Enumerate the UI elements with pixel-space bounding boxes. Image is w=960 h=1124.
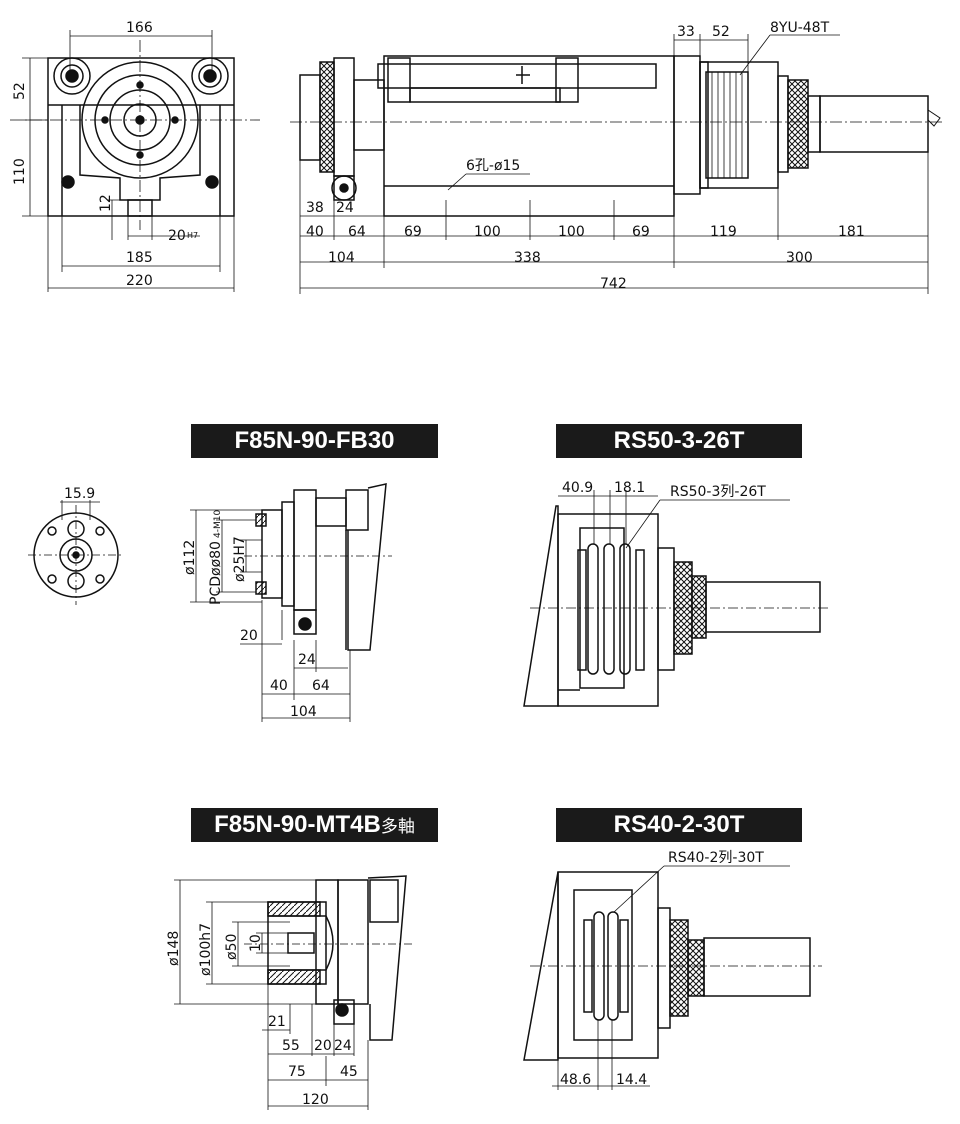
fb30-pcd80: PCDøø80 bbox=[208, 541, 224, 605]
title-rs50: RS50-3-26T bbox=[556, 424, 802, 458]
title-mt4b-main: F85N-90-MT4B bbox=[214, 811, 381, 838]
fb30-phi25h7: ø25H7 bbox=[232, 536, 248, 582]
label-holes: 6孔-ø15 bbox=[466, 158, 520, 174]
mt4b-dim-55: 55 bbox=[282, 1038, 300, 1054]
fb30-dim-64: 64 bbox=[312, 678, 330, 694]
mt4b-dim-75: 75 bbox=[288, 1064, 306, 1080]
dim-12-v: 12 bbox=[98, 194, 114, 212]
label-pulley-8yu48t: 8YU-48T bbox=[770, 20, 830, 36]
mt4b-dim-lines bbox=[174, 879, 369, 1110]
dim-h7: H7 bbox=[187, 231, 198, 240]
mt4b-dim-10: 10 bbox=[248, 934, 264, 952]
fb30-dim-lines bbox=[190, 509, 351, 722]
dim-185: 185 bbox=[126, 250, 153, 266]
fb30-dim-15-9: 15.9 bbox=[64, 486, 95, 502]
rs50-dim-lines bbox=[558, 490, 790, 549]
fb30-front bbox=[28, 500, 124, 605]
rs50-dim-18-1: 18.1 bbox=[614, 480, 645, 496]
rs40-view bbox=[523, 871, 822, 1061]
rs50-view bbox=[523, 505, 830, 707]
front-dim-lines bbox=[22, 30, 235, 292]
side-dim-lines bbox=[299, 34, 929, 294]
dim-338: 338 bbox=[514, 250, 541, 266]
fb30-dim-40: 40 bbox=[270, 678, 288, 694]
mt4b-dim-24: 24 bbox=[334, 1038, 352, 1054]
dim-69a: 69 bbox=[404, 224, 422, 240]
fb30-phi112: ø112 bbox=[182, 540, 198, 575]
mt4b-dim-20: 20 bbox=[314, 1038, 332, 1054]
dim-119: 119 bbox=[710, 224, 737, 240]
dim-742: 742 bbox=[600, 276, 627, 292]
dim-20h7: 20 bbox=[168, 228, 186, 244]
dim-220: 220 bbox=[126, 273, 153, 289]
dim-52-side: 52 bbox=[712, 24, 730, 40]
dim-24: 24 bbox=[336, 200, 354, 216]
dim-38: 38 bbox=[306, 200, 324, 216]
dim-69b: 69 bbox=[632, 224, 650, 240]
rs50-label: RS50-3列-26T bbox=[670, 484, 766, 500]
side-view bbox=[290, 55, 945, 217]
mt4b-phi100h7: ø100h7 bbox=[198, 923, 214, 976]
fb30-m10: 4-M10 bbox=[213, 510, 223, 538]
mt4b-phi50: ø50 bbox=[224, 934, 240, 960]
fb30-dim-24: 24 bbox=[298, 652, 316, 668]
dim-64: 64 bbox=[348, 224, 366, 240]
rs40-dim-lines bbox=[552, 865, 790, 1090]
dim-100b: 100 bbox=[558, 224, 585, 240]
mt4b-phi148: ø148 bbox=[166, 931, 182, 966]
dim-100a: 100 bbox=[474, 224, 501, 240]
dim-300: 300 bbox=[786, 250, 813, 266]
title-mt4b: F85N-90-MT4B多軸 bbox=[191, 808, 438, 842]
mt4b-dim-45: 45 bbox=[340, 1064, 358, 1080]
dim-104: 104 bbox=[328, 250, 355, 266]
rs40-dim-48-6: 48.6 bbox=[560, 1072, 591, 1088]
dim-33: 33 bbox=[677, 24, 695, 40]
fb30-dim-104: 104 bbox=[290, 704, 317, 720]
dim-40: 40 bbox=[306, 224, 324, 240]
fb30-side bbox=[244, 483, 392, 651]
title-fb30: F85N-90-FB30 bbox=[191, 424, 438, 458]
mt4b-dim-21: 21 bbox=[268, 1014, 286, 1030]
dim-52-v: 52 bbox=[12, 82, 28, 100]
mt4b-view bbox=[244, 875, 412, 1041]
dim-166: 166 bbox=[126, 20, 153, 36]
title-mt4b-suffix: 多軸 bbox=[380, 817, 415, 836]
front-view bbox=[10, 40, 260, 230]
rs40-label: RS40-2列-30T bbox=[668, 850, 764, 866]
dim-181: 181 bbox=[838, 224, 865, 240]
fb30-dim-20: 20 bbox=[240, 628, 258, 644]
rs50-dim-40-9: 40.9 bbox=[562, 480, 593, 496]
dim-110-v: 110 bbox=[12, 158, 28, 185]
title-rs40: RS40-2-30T bbox=[556, 808, 802, 842]
mt4b-dim-120: 120 bbox=[302, 1092, 329, 1108]
side-view-teeth bbox=[711, 72, 743, 178]
rs40-dim-14-4: 14.4 bbox=[616, 1072, 647, 1088]
